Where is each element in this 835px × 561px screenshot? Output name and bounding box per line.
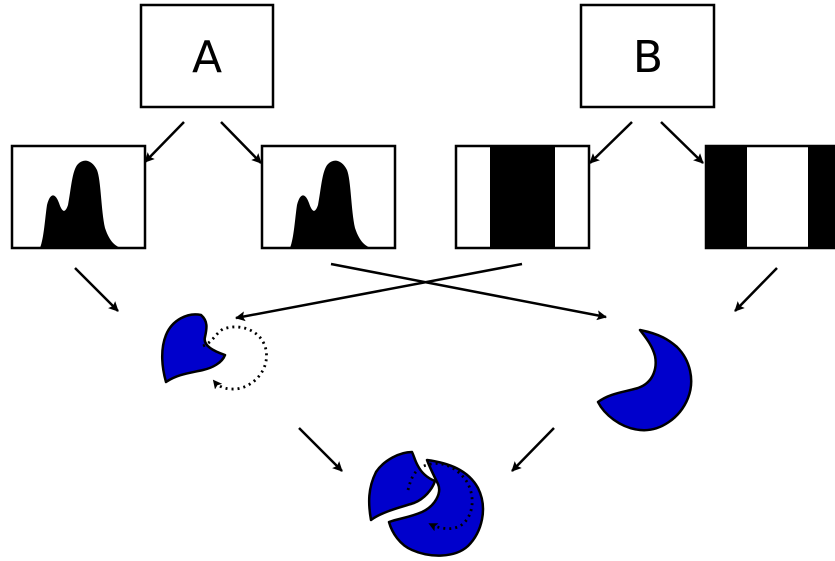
stripes-panel-2 — [704, 144, 835, 250]
box-a: A — [139, 3, 275, 109]
dotted-rotation-arrow-icon — [202, 325, 268, 391]
bimodal-histogram-icon — [290, 160, 371, 248]
arrow-b-to-stripes-2 — [660, 121, 704, 164]
piece-right — [596, 328, 693, 432]
bimodal-histogram-icon — [40, 160, 121, 248]
pacman-puzzle-piece-icon — [596, 328, 693, 432]
histogram-panel-2 — [260, 144, 397, 250]
piece-left — [161, 313, 268, 391]
piece-combined — [367, 450, 485, 557]
arrow-histogram-1-to-piece-left — [74, 267, 119, 312]
black-white-stripes-icon — [706, 146, 835, 248]
stripes-panel-1 — [454, 144, 591, 250]
arrow-stripes-2-to-piece-right — [734, 267, 778, 312]
arrow-piece-right-to-combined — [511, 427, 555, 472]
box-a-label: A — [192, 32, 222, 83]
box-b-label: B — [633, 32, 663, 83]
pacman-puzzle-piece-icon — [387, 458, 485, 557]
dotted-rotation-arrow-icon — [406, 462, 474, 532]
arrow-piece-left-to-combined — [298, 427, 343, 472]
arrow-b-to-stripes-1 — [589, 121, 633, 164]
histogram-panel-1 — [10, 144, 147, 250]
arrow-a-to-histogram-1 — [144, 121, 185, 163]
black-white-stripes-icon — [490, 146, 555, 248]
arrow-histogram-2-to-piece-right — [330, 262, 607, 321]
arrow-stripes-1-to-piece-left — [235, 262, 523, 322]
pacman-puzzle-piece-icon — [367, 450, 437, 522]
box-b: B — [579, 3, 716, 109]
arrow-a-to-histogram-2 — [220, 121, 262, 164]
pacman-puzzle-piece-icon — [161, 313, 227, 384]
